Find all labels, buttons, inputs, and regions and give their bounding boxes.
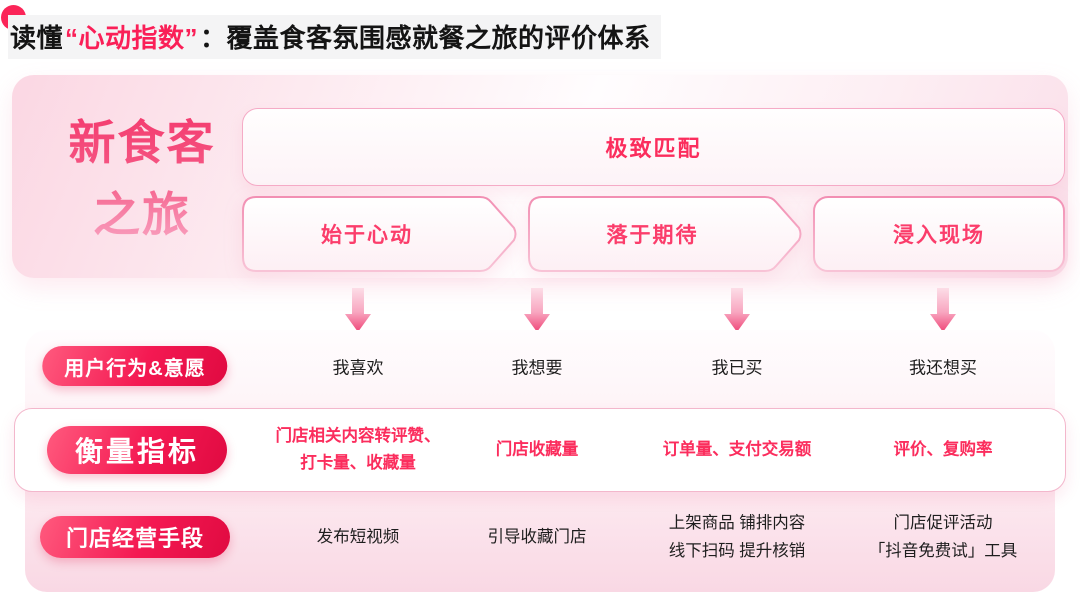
down-arrow-icon <box>345 288 371 332</box>
metrics-badge: 衡量指标 <box>46 426 228 474</box>
title-prefix: 读懂 <box>10 23 64 53</box>
behavior-value: 我喜欢 <box>332 358 384 378</box>
metrics-value: 订单量、支付交易额 <box>662 440 812 459</box>
operations-value-line: 上架商品 铺排内容 <box>668 514 806 532</box>
behavior-value: 我还想买 <box>909 358 977 378</box>
down-arrow-icon <box>524 288 550 332</box>
stage-box-3: 浸入现场 <box>813 196 1065 272</box>
behavior-value: 我已买 <box>711 358 763 378</box>
metrics-value: 门店相关内容转评赞、 打卡量、收藏量 <box>276 423 441 477</box>
metrics-value: 门店收藏量 <box>495 440 579 459</box>
journey-title-line2: 之旅 <box>93 188 191 241</box>
stage-box-1: 始于心动 <box>242 196 520 272</box>
arrow-shape-icon <box>242 196 517 272</box>
down-arrow-icon <box>724 288 750 332</box>
operations-value: 门店促评活动 「抖音免费试」工具 <box>869 509 1018 565</box>
operations-value-line: 门店促评活动 <box>893 514 993 532</box>
operations-value-line: 线下扫码 提升核销 <box>668 542 806 560</box>
page-title: 读懂“心动指数”：覆盖食客氛围感就餐之旅的评价体系 <box>8 15 661 59</box>
operations-value: 上架商品 铺排内容 线下扫码 提升核销 <box>669 509 806 565</box>
title-highlight: “心动指数” <box>65 23 199 53</box>
operations-value: 发布短视频 <box>316 528 400 546</box>
stage-box-2: 落于期待 <box>528 196 805 272</box>
metrics-value-line: 打卡量、收藏量 <box>300 454 416 472</box>
journey-card: 新食客 之旅 极致匹配 始于心动 <box>12 75 1068 278</box>
arrow-shape-icon <box>528 196 802 272</box>
down-arrow-icon <box>930 288 956 332</box>
operations-value: 引导收藏门店 <box>487 528 587 546</box>
match-stage-label: 极致匹配 <box>605 136 702 161</box>
match-stage-bar: 极致匹配 <box>242 108 1065 186</box>
behavior-badge: 用户行为&意愿 <box>42 346 228 386</box>
operations-badge: 门店经营手段 <box>39 516 231 558</box>
behavior-value: 我想要 <box>511 358 563 378</box>
stage-label-2: 落于期待 <box>606 224 699 247</box>
rounded-box-icon <box>813 196 1065 272</box>
journey-title: 新食客 之旅 <box>30 107 254 251</box>
journey-title-line1: 新食客 <box>68 116 216 169</box>
stage-label-3: 浸入现场 <box>893 224 985 247</box>
title-suffix: ：覆盖食客氛围感就餐之旅的评价体系 <box>200 23 651 53</box>
stage-label-1: 始于心动 <box>321 224 413 247</box>
metrics-value-line: 门店相关内容转评赞、 <box>275 427 441 445</box>
metrics-value: 评价、复购率 <box>893 440 993 459</box>
operations-value-line: 「抖音免费试」工具 <box>868 542 1018 560</box>
